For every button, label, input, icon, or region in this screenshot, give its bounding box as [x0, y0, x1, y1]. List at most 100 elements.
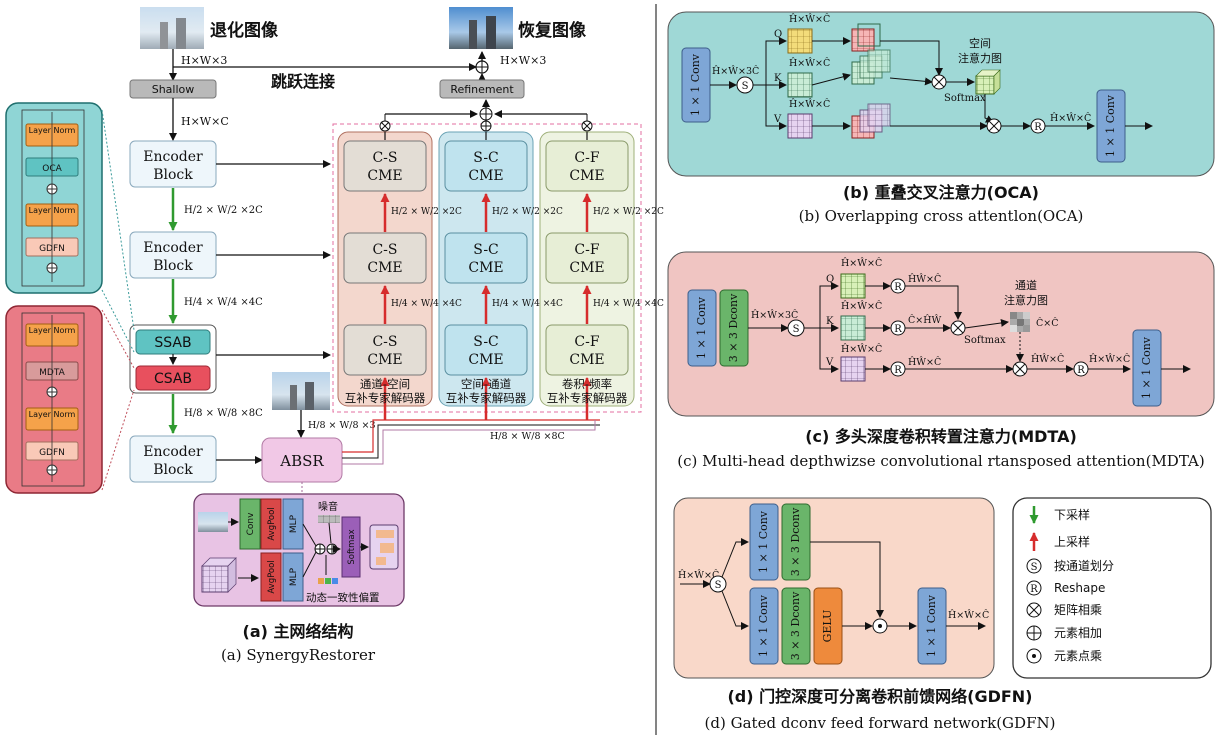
- gdfn-dconv-label: 3 × 3 Dconv: [789, 507, 802, 576]
- split-symbol: S: [715, 580, 722, 591]
- gdfn-gelu-label: GELU: [821, 610, 834, 643]
- refinement-label: Refinement: [450, 83, 514, 96]
- caption-b-en: (b) Overlapping cross attentlon(OCA): [799, 207, 1084, 225]
- csab-detail-panel: Layer Norm MDTA Layer Norm GDFN: [6, 306, 102, 493]
- shallow-label: Shallow: [152, 83, 195, 96]
- cme-label: C-S: [372, 242, 397, 258]
- legend-split: 按通道划分: [1054, 559, 1114, 573]
- reshape-symbol: R: [1030, 584, 1038, 595]
- k-reshape-dim: Ĉ×ĤŴ: [908, 314, 942, 326]
- cme-label: C-F: [574, 242, 599, 258]
- cs-caption-2: 互补专家解码器: [345, 391, 426, 405]
- cf-cme-blocks: C-F CME C-F CME C-F CME: [546, 141, 628, 375]
- cme-label: C-S: [372, 334, 397, 350]
- encoder-1-line1: Encoder: [143, 149, 203, 165]
- absr-label: ABSR: [279, 452, 324, 470]
- absr-avgpool-label: AvgPool: [267, 507, 277, 540]
- gdfn-conv-label: 1 × 1 Conv: [757, 510, 770, 573]
- split-symbol: S: [742, 81, 749, 92]
- q-label: Q: [774, 29, 782, 40]
- split-symbol: S: [793, 324, 800, 335]
- k-label: K: [774, 73, 782, 84]
- v-grid-icon: [788, 114, 812, 138]
- reshape-symbol: R: [1034, 122, 1042, 133]
- k-grid-icon: [788, 73, 812, 97]
- dim-label: Ĥ×Ŵ×Ĉ: [841, 257, 882, 269]
- encoder-3-line2: Block: [153, 462, 193, 478]
- main-network-panel: 退化图像 恢复图像 H×W×3 H×W×3 跳跃连接 Shallow Refin…: [6, 7, 664, 664]
- sc-cme-blocks: S-C CME S-C CME S-C CME: [445, 141, 527, 375]
- cme-label: S-C: [473, 150, 499, 166]
- caption-c-en: (c) Multi-head depthwizse convolutional …: [677, 452, 1204, 470]
- encoder-2-line1: Encoder: [143, 240, 203, 256]
- absr-mlp-label: MLP: [289, 567, 299, 586]
- mdta-attn-label-1: 通道: [1015, 278, 1037, 292]
- absr-avgpool-label: AvgPool: [267, 560, 277, 593]
- absr-softmax-label: Softmax: [347, 529, 357, 564]
- cme-label: C-S: [372, 150, 397, 166]
- encoder-2-line2: Block: [153, 258, 193, 274]
- sc-caption-2: 互补专家解码器: [446, 391, 527, 405]
- absr-output-scale: H/8 × W/8 ×8C: [490, 431, 565, 442]
- mdta-in-dim: Ĥ×Ŵ×3Ĉ: [751, 309, 798, 321]
- gdfn-out-dim: Ĥ×Ŵ×Ĉ: [948, 609, 989, 621]
- caption-d-cn: (d) 门控深度可分离卷积前馈网络(GDFN): [727, 687, 1032, 706]
- caption-b-cn: (b) 重叠交叉注意力(OCA): [843, 183, 1039, 202]
- gdfn-conv-label: 1 × 1 Conv: [757, 594, 770, 657]
- scale-1-label: H/2 × W/2 ×2C: [184, 205, 263, 216]
- dim-label: Ĥ×Ŵ×Ĉ: [789, 13, 830, 25]
- dim-label: Ĥ×Ŵ×Ĉ: [789, 98, 830, 110]
- degraded-image: [140, 7, 204, 49]
- cf-caption-2: 互补专家解码器: [547, 391, 628, 405]
- cme-label: C-F: [574, 334, 599, 350]
- absr-output-lines: [342, 420, 600, 464]
- encoder-1-line2: Block: [153, 167, 193, 183]
- reshape-symbol: R: [1077, 365, 1085, 376]
- caption-a-cn: (a) 主网络结构: [243, 622, 354, 641]
- caption-c-cn: (c) 多头深度卷积转置注意力(MDTA): [805, 427, 1077, 446]
- mdta-dconv-label: 3 × 3 Dconv: [727, 293, 740, 362]
- oca-panel: 1 × 1 Conv Ĥ×Ŵ×3Ĉ S Q K V Ĥ×Ŵ×Ĉ Ĥ×Ŵ×Ĉ Ĥ×…: [668, 12, 1214, 225]
- hw3-right-label: H×W×3: [500, 54, 546, 67]
- up-scale-label: H/2 × W/2 ×2C: [492, 207, 563, 217]
- oca-attn-label-1: 空间: [969, 36, 991, 50]
- k-grid-icon: [841, 316, 865, 340]
- ssab-label: SSAB: [154, 335, 191, 351]
- cf-caption-1: 卷积-频率: [562, 377, 612, 391]
- restored-image-label: 恢复图像: [518, 20, 587, 41]
- attention-cube-icon: [976, 70, 1000, 94]
- absr-input-image: [272, 372, 330, 410]
- reshape-symbol: R: [894, 324, 902, 335]
- mdta-attn-label-2: 注意力图: [1004, 293, 1048, 307]
- cme-label: CME: [569, 260, 604, 276]
- dynamic-bias-label: 动态一致性偏置: [306, 591, 380, 604]
- cme-label: CME: [468, 168, 503, 184]
- cme-label: CME: [468, 352, 503, 368]
- restored-image: [449, 7, 513, 49]
- legend-up: 上采样: [1054, 534, 1090, 549]
- feature-cube-icon: [202, 558, 236, 592]
- gdfn-dconv-label: 3 × 3 Dconv: [789, 591, 802, 660]
- hw3-top-label: H×W×3: [181, 54, 227, 67]
- cme-label: CME: [367, 260, 402, 276]
- v-reshape-dim: ĤŴ×Ĉ: [908, 356, 941, 368]
- legend-matmul: 矩阵相乘: [1054, 603, 1102, 617]
- mdta-out1-dim: ĤŴ×Ĉ: [1031, 353, 1064, 365]
- legend-panel: 下采样 上采样 S 按通道划分 R Reshape 矩阵相乘 元素相加 元素点乘: [1013, 498, 1211, 678]
- mdta-conv-out-label: 1 × 1 Conv: [1140, 336, 1153, 399]
- mdta-softmax-label: Softmax: [964, 335, 1006, 346]
- caption-a-en: (a) SynergyRestorer: [221, 646, 376, 664]
- ssab-oca: OCA: [42, 164, 62, 174]
- v-label: V: [773, 114, 782, 125]
- legend-add: 元素相加: [1054, 626, 1102, 640]
- oca-conv-out-label: 1 × 1 Conv: [1104, 94, 1117, 157]
- reshape-symbol: R: [894, 282, 902, 293]
- dim-label: Ĥ×Ŵ×Ĉ: [841, 343, 882, 355]
- cme-label: CME: [569, 168, 604, 184]
- up-scale-label: H/2 × W/2 ×2C: [593, 207, 664, 217]
- dim-label: Ĥ×Ŵ×Ĉ: [841, 300, 882, 312]
- q-grid-icon: [788, 29, 812, 53]
- hwc-label: H×W×C: [181, 115, 229, 128]
- up-scale-label: H/4 × W/4 ×4C: [391, 299, 462, 309]
- mdta-conv-label: 1 × 1 Conv: [695, 296, 708, 359]
